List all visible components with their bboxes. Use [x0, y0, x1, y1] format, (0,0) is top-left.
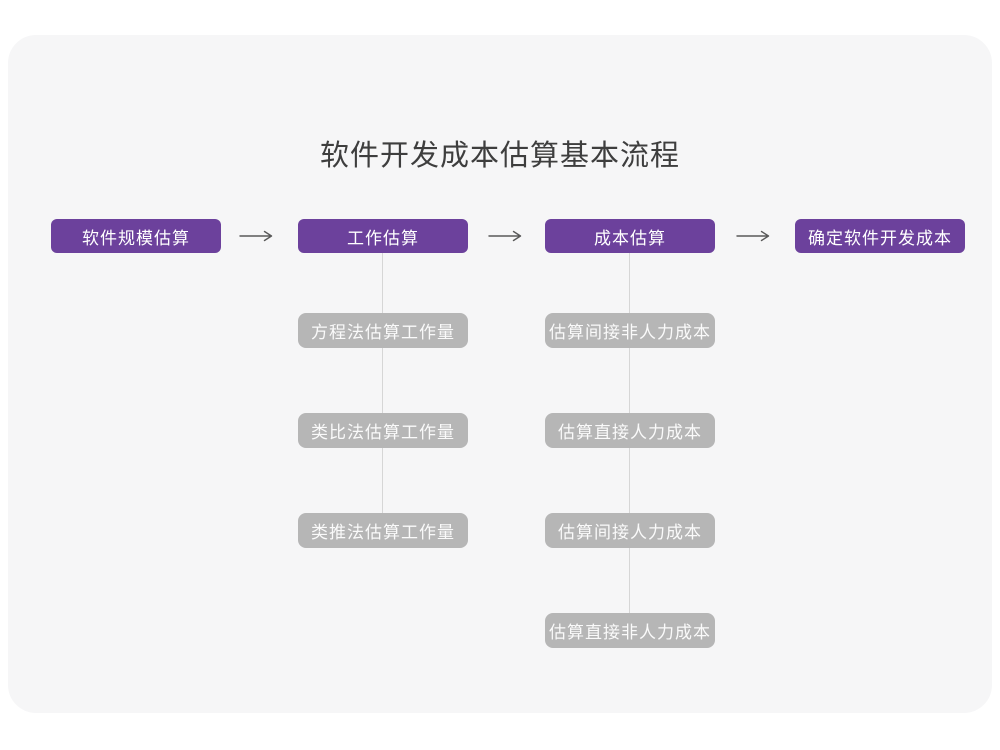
flow-arrow-3: [736, 230, 774, 242]
stage-determine-development-cost: 确定软件开发成本: [795, 219, 965, 253]
method-extrapolation-workload: 类推法估算工作量: [298, 513, 468, 548]
stage-cost-estimation: 成本估算: [545, 219, 715, 253]
stage-software-scale-estimation: 软件规模估算: [51, 219, 221, 253]
method-indirect-nonlabor-cost: 估算间接非人力成本: [545, 313, 715, 348]
diagram-card: 软件开发成本估算基本流程 软件规模估算 工作估算 成本估算 确定软件开发成本 方…: [8, 35, 992, 713]
arrow-right-icon: [736, 230, 770, 242]
method-direct-labor-cost: 估算直接人力成本: [545, 413, 715, 448]
arrow-right-icon: [239, 230, 273, 242]
arrow-right-icon: [488, 230, 522, 242]
method-indirect-labor-cost: 估算间接人力成本: [545, 513, 715, 548]
method-analogy-workload: 类比法估算工作量: [298, 413, 468, 448]
flow-arrow-1: [239, 230, 277, 242]
method-direct-nonlabor-cost: 估算直接非人力成本: [545, 613, 715, 648]
diagram-title: 软件开发成本估算基本流程: [319, 140, 680, 172]
flow-arrow-2: [488, 230, 526, 242]
stage-work-estimation: 工作估算: [298, 219, 468, 253]
method-equation-workload: 方程法估算工作量: [298, 313, 468, 348]
connector-work-estimation-column: [382, 253, 383, 515]
